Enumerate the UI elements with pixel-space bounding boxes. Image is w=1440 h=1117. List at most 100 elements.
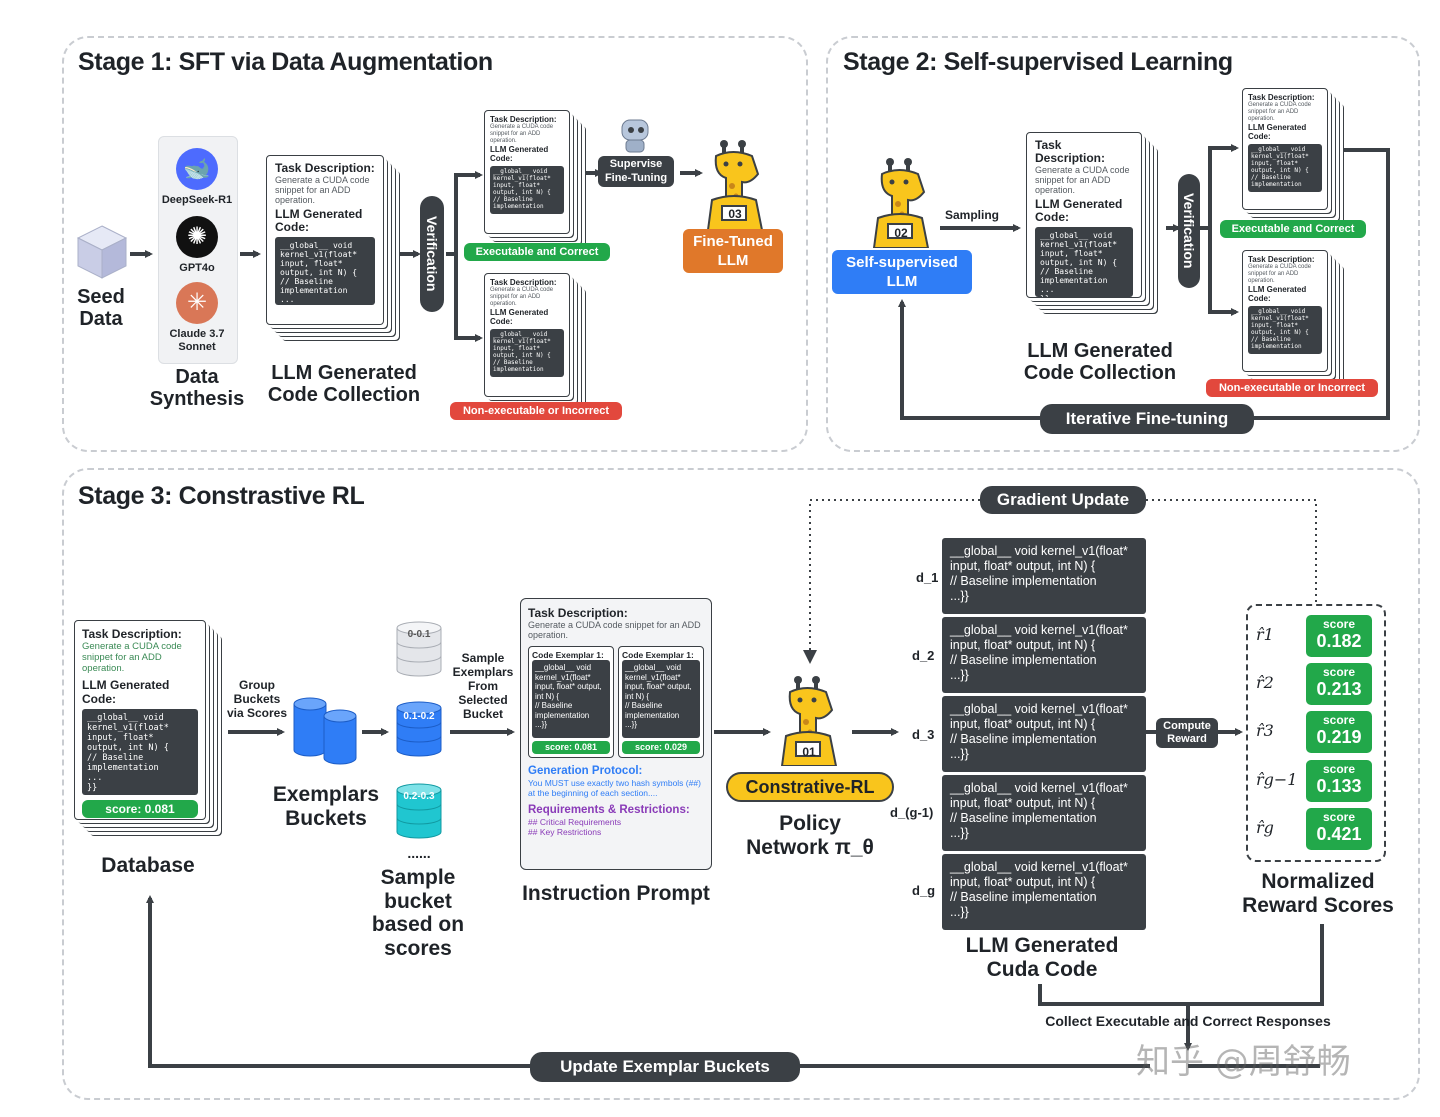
collect-responses-label: Collect Executable and Correct Responses <box>1045 1013 1331 1029</box>
reward-label-1: r̂1 <box>1256 625 1274 644</box>
doc-code-label: LLM Generated Code: <box>490 145 549 163</box>
exemplar-label-2: Code Exemplar 1: <box>622 650 694 660</box>
sample-exemplars-label: Sample Exemplars From Selected Bucket <box>452 651 514 721</box>
reward-label-3: r̂3 <box>1256 721 1274 740</box>
cuda-code-caption: LLM Generated Cuda Code <box>965 934 1119 981</box>
score-word: score <box>1322 665 1356 679</box>
d-label-5: d_g <box>912 883 936 898</box>
doc-task-label: Task Description: <box>82 627 182 641</box>
normalized-reward-label: Normalized Reward Scores <box>1242 870 1394 917</box>
bucket-label-2: 0.2-0.3 <box>403 791 435 802</box>
database-score-pill: score: 0.081 <box>82 800 198 818</box>
bucket-label-1: 0.1-0.2 <box>403 711 435 722</box>
d-label-4: d_(g-1) <box>890 805 934 820</box>
requirements-text: ## Critical Requirements ## Key Restrict… <box>528 817 622 837</box>
sample-bucket-label: Sample bucket based on scores <box>371 866 465 960</box>
cuda-code-1: __global__ void kernel_v1(float* input, … <box>942 538 1146 614</box>
giraffe-mascot-icon <box>872 158 930 248</box>
watermark: 知乎 @周舒畅 <box>1136 1042 1351 1082</box>
stage3-title: Stage 3: Constrastive RL <box>78 482 365 510</box>
score-word: score <box>1322 713 1356 727</box>
stage1-panel <box>62 36 808 452</box>
exemplar-score-1: score: 0.081 <box>532 741 610 754</box>
doc-code-block: __global__ void kernel_v1(float* input, … <box>490 329 564 387</box>
score-value-4: 0.133 <box>1316 776 1362 796</box>
selfsup-badge: 02 <box>894 226 908 240</box>
instruction-prompt-card: Task Description: Generate a CUDA code s… <box>520 598 712 870</box>
doc-code-label: LLM Generated Code: <box>490 308 549 326</box>
exemplars-buckets-label: Exemplars Buckets <box>272 783 380 830</box>
doc-task-label: Task Description: <box>490 115 557 124</box>
stage3-panel <box>62 468 1420 1100</box>
doc-task-text: Generate a CUDA code snippet for an ADD … <box>490 124 554 144</box>
stage2-code-collection-doc: Task Description: Generate a CUDA code s… <box>1026 132 1142 298</box>
score-word: score <box>1322 762 1356 776</box>
doc-code-block: __global__ void kernel_v1(float* input, … <box>490 166 564 224</box>
stage2-verification-bar: Verification <box>1178 174 1200 288</box>
reward-label-5: r̂g <box>1256 818 1274 837</box>
doc-task-label: Task Description: <box>1248 255 1315 264</box>
finetuned-llm-box: Fine-Tuned LLM <box>683 229 783 273</box>
giraffe-mascot-icon <box>706 140 764 230</box>
supervise-finetuning-box: Supervise Fine-Tuning <box>598 156 674 187</box>
bucket-label-0: 0-0.1 <box>407 629 431 640</box>
selfsup-llm-box: Self-supervised LLM <box>832 250 972 294</box>
exemplar-label-1: Code Exemplar 1: <box>532 650 604 660</box>
doc-task-text: Generate a CUDA code snippet for an ADD … <box>1248 102 1312 122</box>
gpt-logo-icon: ✺ <box>176 216 218 258</box>
exemplar-code-1: __global__ void kernel_v1(float* input, … <box>532 660 610 738</box>
reward-label-2: r̂2 <box>1256 673 1274 692</box>
bucket-ellipsis: ...... <box>407 845 431 861</box>
deepseek-logo-icon: 🐋 <box>176 148 218 190</box>
doc-task-label: Task Description: <box>275 161 375 175</box>
database-doc: Task Description: Generate a CUDA code s… <box>74 620 206 820</box>
stage2-title: Stage 2: Self-supervised Learning <box>843 48 1233 76</box>
requirements-label: Requirements & Restrictions: <box>528 804 690 816</box>
sampling-label: Sampling <box>944 208 999 222</box>
d-label-3: d_3 <box>912 727 935 742</box>
stage2-nonexec-pill: Non-executable or Incorrect <box>1206 379 1378 397</box>
gen-protocol-label: Generation Protocol: <box>528 765 643 777</box>
doc-task-text: Generate a CUDA code snippet for an ADD … <box>82 641 182 674</box>
score-value-3: 0.219 <box>1316 727 1362 747</box>
seed-data-cube-icon <box>76 225 128 279</box>
cuda-code-2: __global__ void kernel_v1(float* input, … <box>942 617 1146 693</box>
doc-task-text: Generate a CUDA code snippet for an ADD … <box>275 175 370 205</box>
database-label: Database <box>101 854 195 877</box>
constrative-rl-box: Constrative-RL <box>726 772 894 802</box>
doc-code-block: __global__ void kernel_v1(float* input, … <box>82 709 198 795</box>
cuda-code-4: __global__ void kernel_v1(float* input, … <box>942 775 1146 851</box>
stage1-title: Stage 1: SFT via Data Augmentation <box>78 48 493 76</box>
doc-code-block: __global__ void kernel_v1(float* input, … <box>1248 144 1322 202</box>
stage1-verification-bar: Verification <box>420 196 444 312</box>
group-buckets-label: Group Buckets via Scores <box>226 678 288 720</box>
cuda-code-5: __global__ void kernel_v1(float* input, … <box>942 854 1146 930</box>
stage2-panel <box>826 36 1420 452</box>
data-synthesis-label: Data Synthesis <box>149 366 245 411</box>
gen-protocol-text: You MUST use exactly two hash symbols (#… <box>528 778 701 798</box>
stage2-nonexec-doc: Task Description: Generate a CUDA code s… <box>1242 250 1328 372</box>
cuda-code-3: __global__ void kernel_v1(float* input, … <box>942 696 1146 772</box>
stage2-exec-pill: Executable and Correct <box>1220 220 1366 238</box>
doc-code-label: LLM Generated Code: <box>82 678 170 706</box>
reward-label-4: r̂g−1 <box>1256 770 1298 789</box>
bucket-gray-icon <box>396 621 442 677</box>
stage1-exec-pill: Executable and Correct <box>464 243 610 261</box>
doc-code-block: __global__ void kernel_v1(float* input, … <box>275 237 375 313</box>
reward-scores-group <box>1246 604 1386 862</box>
model-deepseek: DeepSeek-R1 <box>161 194 233 206</box>
doc-task-label: Task Description: <box>1248 93 1315 102</box>
gradient-update-box: Gradient Update <box>980 486 1146 514</box>
d-label-1: d_1 <box>916 570 939 585</box>
stage1-nonexec-pill: Non-executable or Incorrect <box>450 402 622 420</box>
finetuned-badge: 03 <box>728 207 742 221</box>
stage1-code-collection-doc: Task Description: Generate a CUDA code s… <box>266 155 384 325</box>
doc-code-block: __global__ void kernel_v1(float* input, … <box>1035 227 1133 297</box>
score-word: score <box>1322 617 1356 631</box>
exemplar-code-2: __global__ void kernel_v1(float* input, … <box>622 660 700 738</box>
claude-logo-icon: ✳ <box>176 282 218 324</box>
